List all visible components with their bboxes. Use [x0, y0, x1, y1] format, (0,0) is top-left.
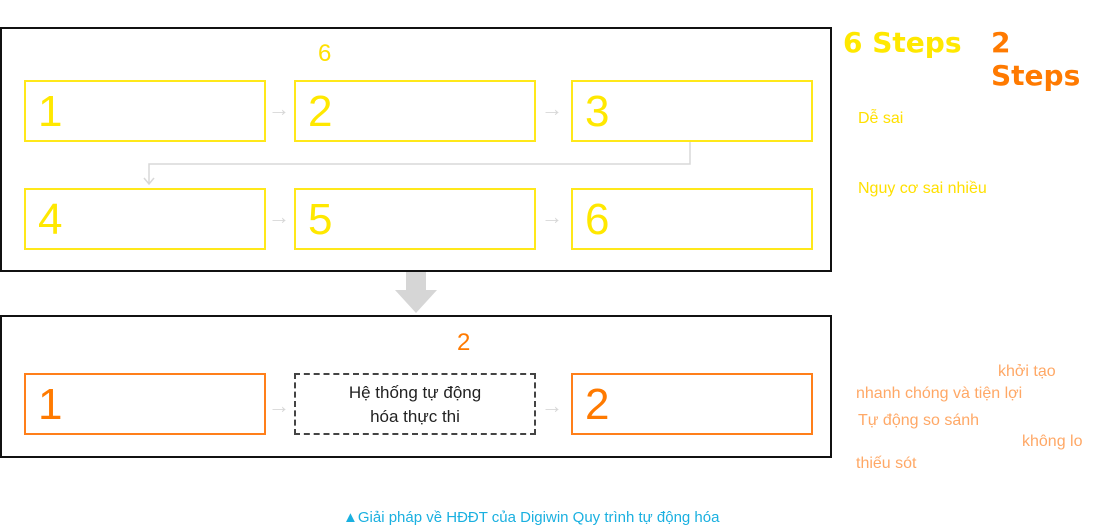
down-arrow-icon [395, 272, 437, 313]
step-box-3: 3 [571, 80, 813, 142]
caption: ▲Giải pháp về HĐĐT của Digiwin Quy trình… [343, 509, 720, 526]
automation-label-line2: hóa thực thi [370, 407, 460, 426]
note-bottom-3: Tự động so sánh [858, 412, 980, 429]
step-box-2: 2 [294, 80, 536, 142]
step-box-4: 4 [24, 188, 266, 250]
auto-step-box-1: 1 [24, 373, 266, 435]
step-number: 4 [38, 195, 63, 244]
note-high-risk: Nguy cơ sai nhiều [858, 180, 987, 197]
step-number: 2 [585, 380, 610, 429]
auto-step-box-2: 2 [571, 373, 813, 435]
arrow-right-icon: → [541, 393, 563, 418]
automation-label-line1: Hệ thống tự động [348, 383, 482, 402]
arrow-right-icon: → [268, 96, 290, 121]
two-steps-label: 2 Steps [991, 26, 1081, 92]
note-error-prone: Dễ sai [858, 110, 904, 127]
arrow-right-icon: → [268, 393, 290, 418]
arrow-right-icon: → [541, 204, 563, 229]
step-number: 1 [38, 87, 63, 136]
automated-step-count: 2 [457, 329, 471, 356]
step-number: 5 [308, 195, 333, 244]
manual-process-panel [0, 27, 832, 272]
note-bottom-5: thiếu sót [856, 455, 917, 472]
arrow-right-icon: → [541, 96, 563, 121]
six-steps-label: 6 Steps [843, 26, 962, 59]
step-number: 2 [308, 87, 333, 136]
step-number: 3 [585, 87, 610, 136]
automation-system-box: Hệ thống tự động hóa thực thi [294, 373, 536, 435]
step-number: 1 [38, 380, 63, 429]
wrap-connector-arrow-icon [143, 142, 691, 186]
manual-step-count: 6 [318, 40, 332, 67]
step-number: 6 [585, 195, 610, 244]
step-box-1: 1 [24, 80, 266, 142]
note-bottom-4: không lo [1022, 433, 1083, 450]
note-bottom-1: khởi tạo [998, 363, 1056, 380]
step-box-6: 6 [571, 188, 813, 250]
step-box-5: 5 [294, 188, 536, 250]
arrow-right-icon: → [268, 204, 290, 229]
note-bottom-2: nhanh chóng và tiện lợi [856, 385, 1023, 402]
